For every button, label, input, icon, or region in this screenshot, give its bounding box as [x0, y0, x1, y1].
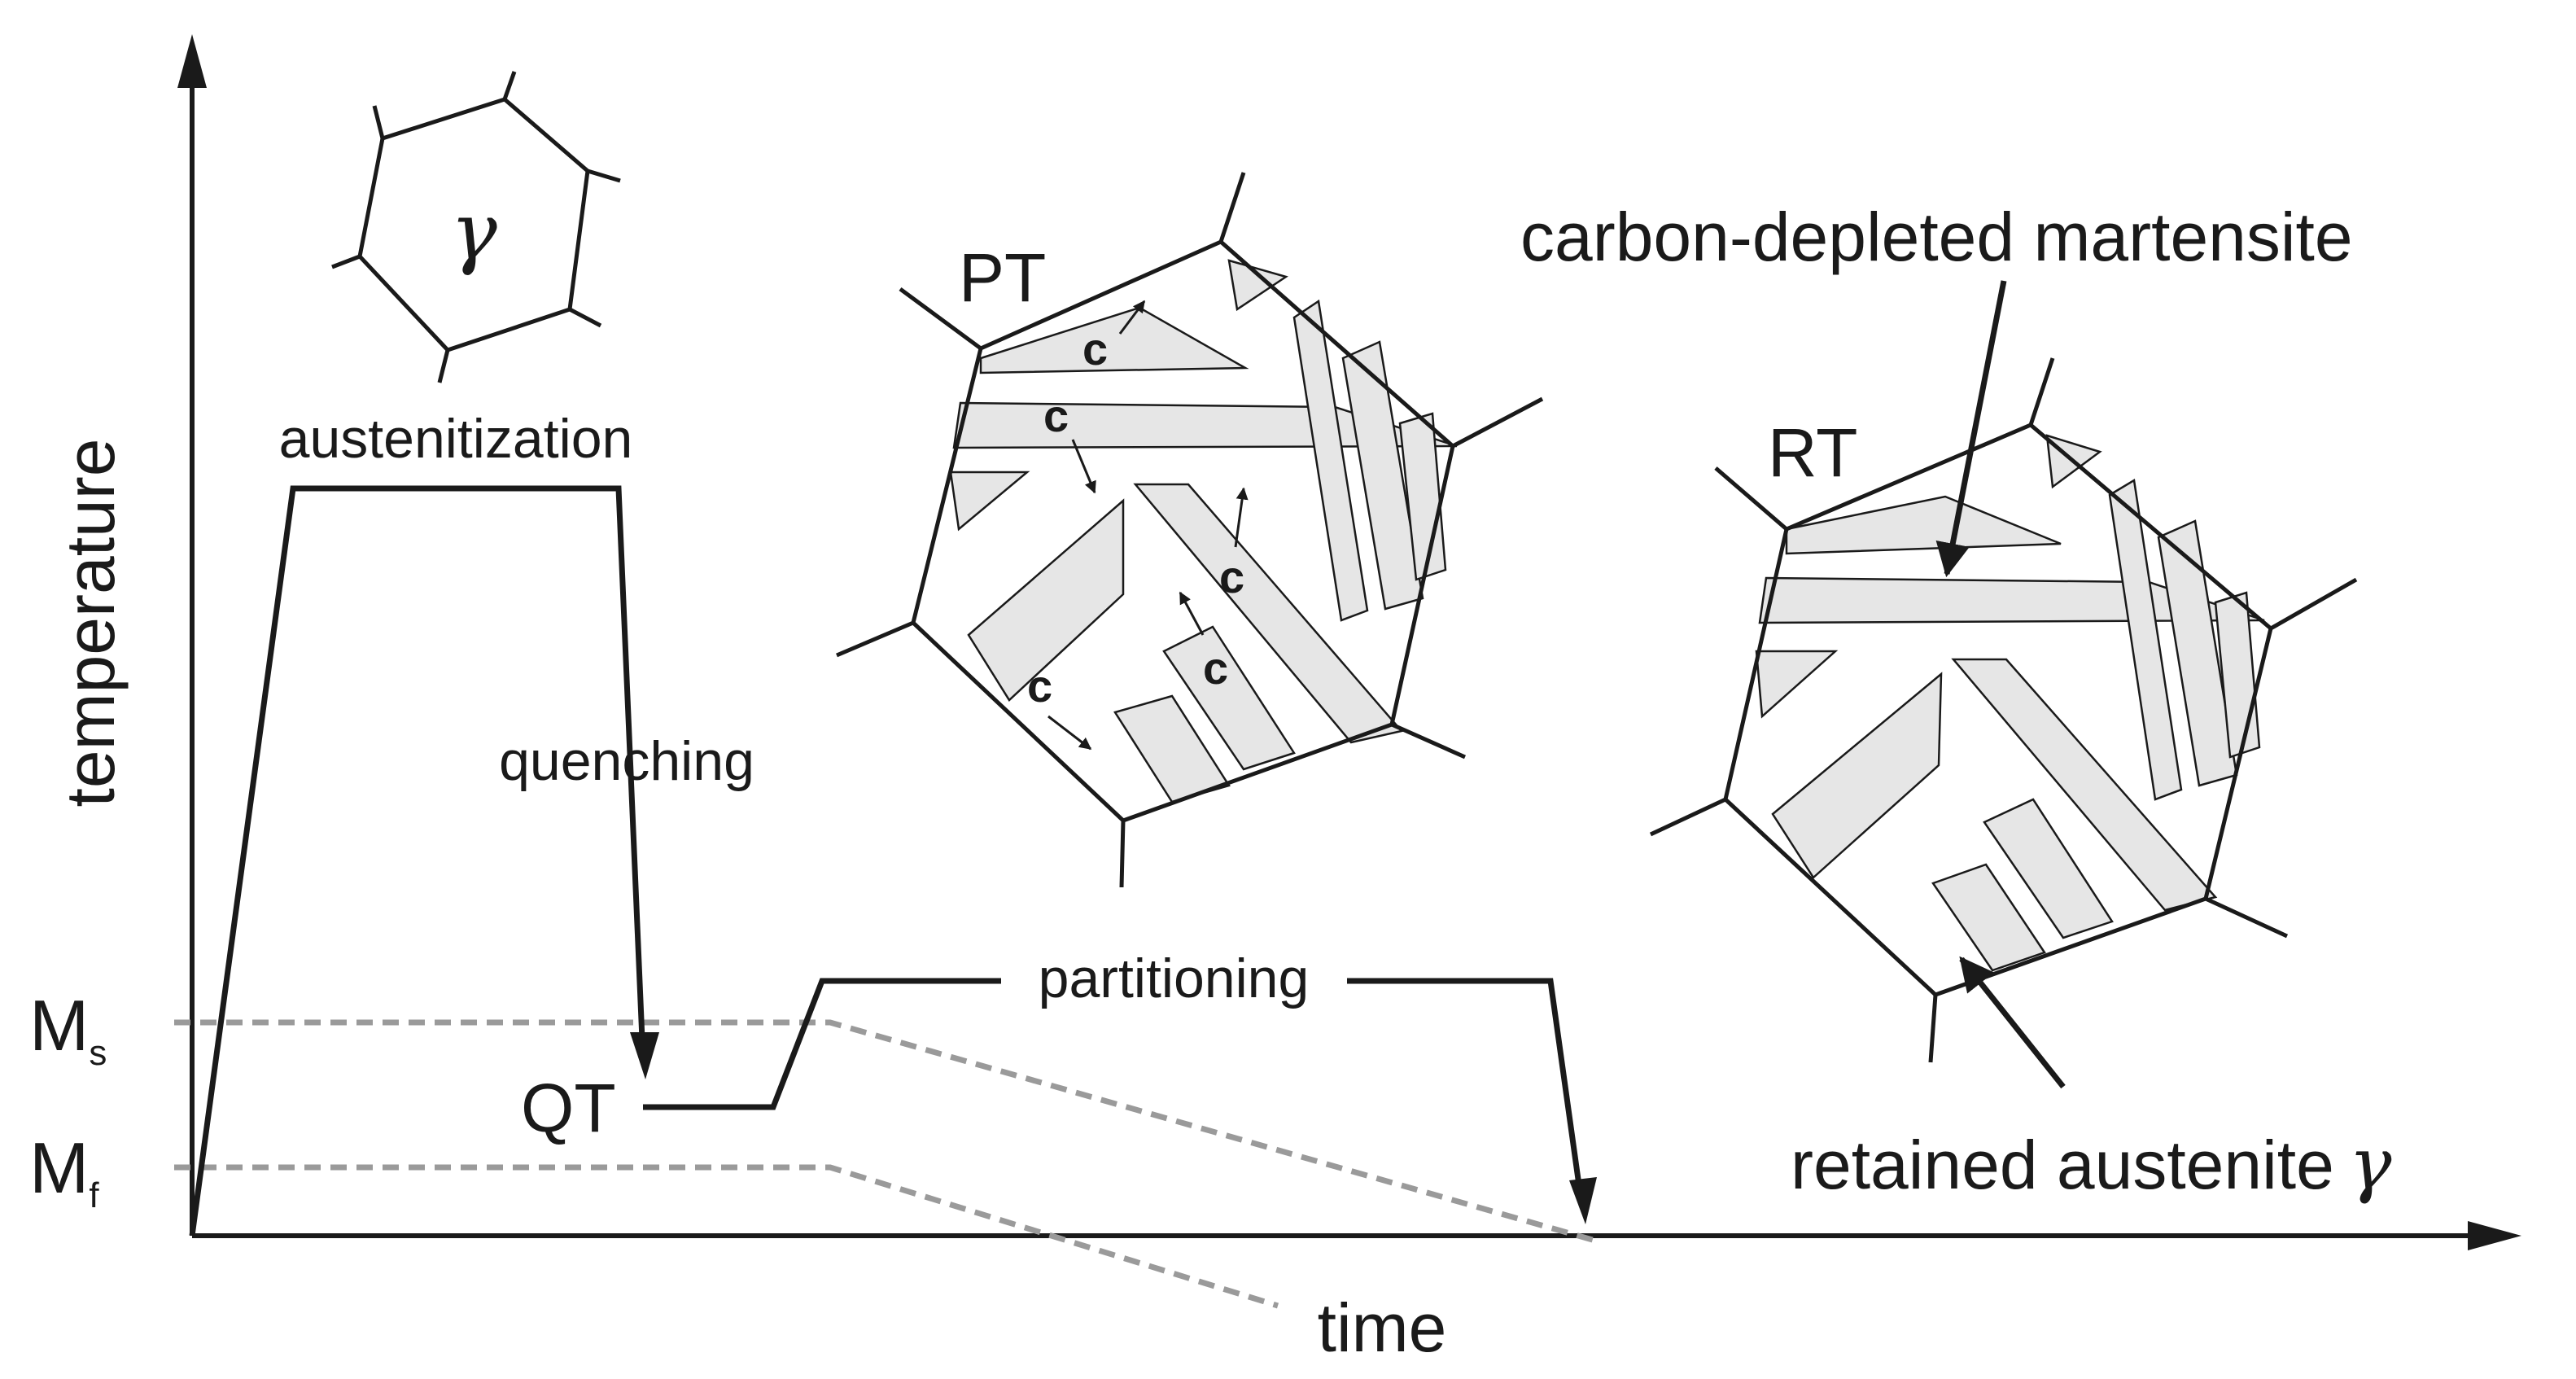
lath: [1983, 798, 2114, 939]
quench-arrowhead: [630, 1032, 659, 1079]
carbon-depleted-martensite-label: carbon-depleted martensite: [1520, 199, 2353, 275]
grain-boundary-stub: [1714, 466, 1788, 531]
carbon-label: c: [1082, 323, 1108, 374]
grain-boundary-stub: [899, 287, 982, 351]
grain-boundary-stub: [1451, 396, 1544, 449]
transformation-lines: [174, 1019, 1596, 1309]
quenching-label: quenching: [499, 730, 754, 792]
pt-label: PT: [959, 239, 1046, 316]
grain-boundary-stub: [1390, 722, 1467, 760]
y-axis-arrowhead: [177, 34, 207, 88]
lath: [2108, 478, 2183, 801]
ms-label: Ms: [29, 985, 107, 1073]
carbon-diffusion-arrow: [1179, 591, 1205, 636]
grain-boundary-stub: [2028, 357, 2055, 426]
grain-boundary-stub: [2269, 577, 2358, 631]
lath: [1113, 694, 1231, 803]
pt-grain: PT c c c c c: [836, 172, 1544, 888]
carbon-diffusion-arrow: [1071, 439, 1096, 494]
lath: [1931, 863, 2046, 972]
grain-boundary-stub: [836, 620, 914, 658]
lath: [1292, 299, 1369, 622]
carbon-depleted-pointer: [1935, 280, 2007, 578]
grain-boundary-stub: [1649, 797, 1727, 837]
grain-boundary-stub: [1218, 172, 1246, 243]
grain-boundary-stub: [1928, 994, 1938, 1063]
austenitization-label: austenitization: [279, 408, 633, 470]
final-cooling-arrowhead: [1569, 1177, 1597, 1224]
grain-boundary-stub: [2204, 896, 2289, 939]
partitioning-label: partitioning: [1039, 948, 1310, 1009]
x-axis-label: time: [1318, 1289, 1447, 1366]
mf-line: [174, 1164, 1279, 1309]
axes: [177, 34, 2521, 1250]
carbon-label: c: [1219, 551, 1244, 602]
rt-label: RT: [1768, 414, 1857, 491]
grain-boundary-stub: [568, 307, 602, 328]
carbon-diffusion-arrow: [1234, 487, 1249, 548]
austenitization-segment: [189, 485, 646, 1237]
ms-line: [174, 1019, 1596, 1244]
grain-boundary-stub: [437, 349, 450, 383]
lath: [949, 471, 1030, 532]
partition-segment: [643, 978, 1001, 1110]
lath: [1227, 259, 1288, 312]
x-axis-arrowhead: [2468, 1221, 2521, 1250]
lath: [1755, 650, 1839, 719]
lath: [1771, 672, 1943, 879]
qt-label: QT: [521, 1070, 616, 1146]
lath: [1162, 625, 1296, 771]
lath: [967, 498, 1125, 702]
grain-boundary-stub: [502, 71, 517, 100]
grain-boundary-stub: [587, 169, 621, 183]
y-axis-label: temperature: [52, 439, 129, 808]
lath: [1341, 340, 1424, 611]
final-cooling-segment: [1347, 978, 1584, 1197]
grain-boundary-stub: [331, 254, 361, 269]
grain-boundary-stub: [372, 105, 385, 139]
gamma-symbol: γ: [450, 186, 497, 278]
lath: [979, 306, 1249, 374]
mf-label: Mf: [29, 1127, 99, 1215]
retained-austenite-pointer: [1959, 956, 2066, 1089]
carbon-label: c: [1203, 642, 1228, 694]
carbon-label: c: [1027, 660, 1052, 711]
lath: [1785, 495, 2062, 555]
austenite-grain: γ: [331, 71, 621, 383]
grain-boundary-stub: [1119, 820, 1126, 888]
rt-grain: RT: [1649, 357, 2358, 1063]
temperature-profile: [189, 485, 1597, 1237]
carbon-diffusion-arrow: [1047, 715, 1092, 751]
lath: [1951, 658, 2218, 912]
carbon-label: c: [1043, 390, 1069, 441]
carbon-diffusion-arrow: [1118, 300, 1146, 335]
